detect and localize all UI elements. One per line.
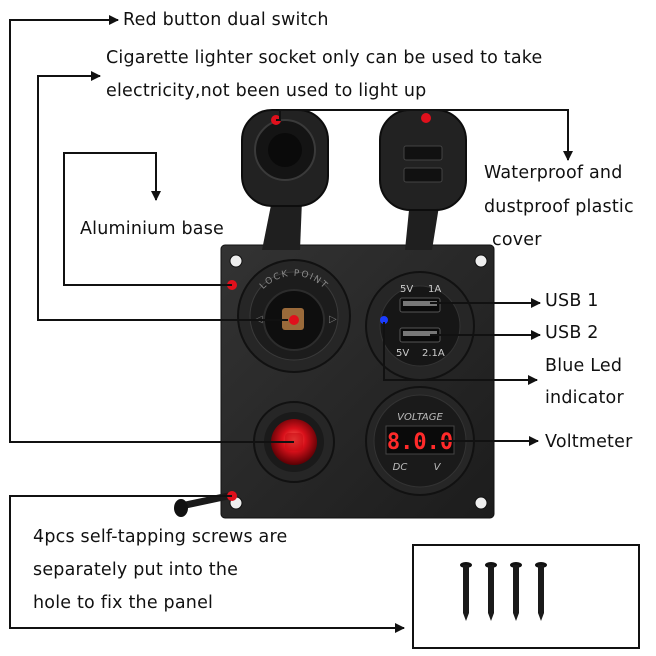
label-aluminium: Aluminium base xyxy=(80,219,225,239)
usb-top-amps: 1A xyxy=(428,284,441,295)
label-waterproof-line1: Waterproof and xyxy=(484,163,623,183)
label-blue-led-line1: Blue Led xyxy=(545,356,623,376)
label-usb1: USB 1 xyxy=(545,291,599,311)
label-screws-line3: hole to fix the panel xyxy=(33,593,214,613)
voltmeter-gauge: VOLTAGE 8.0.0 DC V xyxy=(365,386,475,496)
screw-hole xyxy=(229,254,243,268)
screws-box xyxy=(412,544,640,649)
screw-hole xyxy=(474,496,488,510)
usb-cover xyxy=(379,109,467,250)
usb-charger: 5V 1A 5V 2.1A xyxy=(365,271,475,381)
label-waterproof-line2: dustproof plastic xyxy=(484,197,634,217)
label-voltmeter: Voltmeter xyxy=(545,432,633,452)
label-usb2: USB 2 xyxy=(545,323,599,343)
voltage-reading: 8.0.0 xyxy=(387,430,453,455)
screw-icon xyxy=(460,562,547,621)
callout-lines xyxy=(9,15,573,633)
label-blue-led-line2: indicator xyxy=(545,388,624,408)
cigarette-socket-cover xyxy=(241,109,329,250)
label-screws-line2: separately put into the xyxy=(33,560,239,580)
svg-text:▷: ▷ xyxy=(329,314,337,325)
label-cigarette-line1: Cigarette lighter socket only can be use… xyxy=(106,48,543,68)
voltage-title: VOLTAGE xyxy=(397,412,443,423)
label-waterproof-line3: cover xyxy=(492,230,542,250)
screw-hole xyxy=(474,254,488,268)
usb-top-voltage: 5V xyxy=(400,284,413,295)
label-screws-line1: 4pcs self-tapping screws are xyxy=(33,527,288,547)
voltage-unit: V xyxy=(434,462,442,473)
label-red-switch: Red button dual switch xyxy=(123,10,329,30)
voltage-dc: DC xyxy=(393,462,408,473)
label-cigarette-line2: electricity,not been used to light up xyxy=(106,81,427,101)
usb-bottom-amps: 2.1A xyxy=(422,348,445,359)
usb-bottom-voltage: 5V xyxy=(396,348,409,359)
blue-led xyxy=(380,316,388,324)
